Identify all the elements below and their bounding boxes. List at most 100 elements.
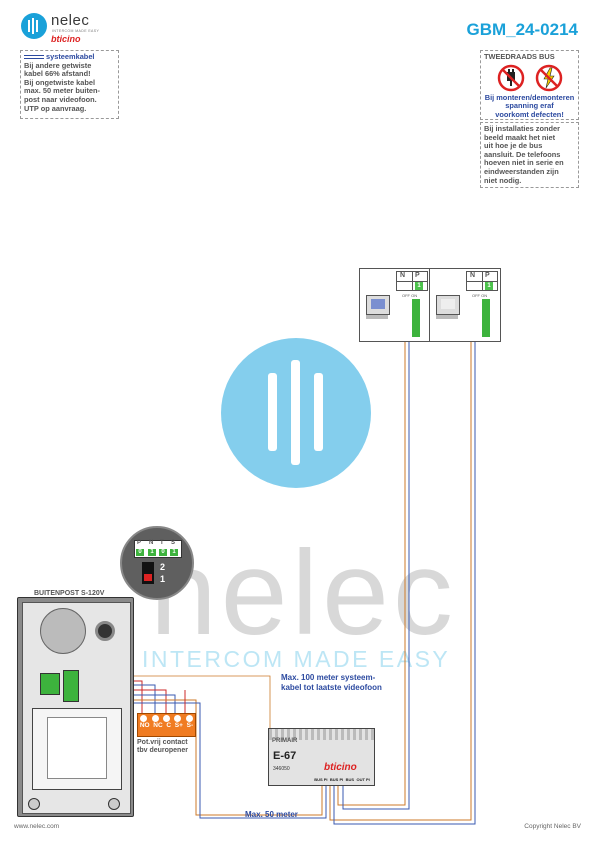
note-title-row: systeemkabel <box>24 52 115 62</box>
psu-brand: bticino <box>324 762 357 773</box>
note-line: post naar videofoon. <box>24 94 97 104</box>
footer-copyright: Copyright Nelec BV <box>524 823 581 830</box>
p-label: P <box>415 272 420 279</box>
warning-line: spanning eraf <box>505 101 554 111</box>
note-line: kabel 66% afstand! <box>24 69 91 79</box>
note-line: UTP op aanvraag. <box>24 103 87 113</box>
cable-label-line: Max. 100 meter systeem- <box>281 673 376 682</box>
watermark-logo-icon <box>221 338 371 488</box>
watermark-word: nelec <box>150 526 457 660</box>
switch-label-n: N <box>149 540 154 546</box>
note-line: uit hoe je de bus <box>484 141 543 151</box>
note-systeemkabel: systeemkabel Bij andere getwiste kabel 6… <box>20 50 119 119</box>
n-label: N <box>400 272 406 279</box>
psu-terminals: BUS PI BUS PI BUS OUT PI <box>313 775 371 783</box>
switch-val-n: 1 <box>148 549 156 556</box>
monitor-terminal <box>412 299 420 337</box>
no-plug-icon <box>497 64 524 91</box>
brand-logo: nelec INTERCOM MADE EASY bticino <box>20 12 120 44</box>
door-station <box>17 597 134 817</box>
np-header: N P 1 <box>466 271 498 291</box>
dip-switch-icon <box>142 562 154 584</box>
pot-line: Pot.vrij contact <box>137 739 188 746</box>
note-line: niet nodig. <box>484 175 522 185</box>
note-line: Bij ongetwiste kabel <box>24 77 96 87</box>
wire-door-to-psu-b <box>78 702 327 819</box>
monitor-badge: OFF ON <box>472 293 488 298</box>
switch-val-t: 0 <box>159 549 167 556</box>
power-supply: PRIMAIR E-67 346050 bticino BUS PI BUS P… <box>268 728 375 786</box>
p-label: P <box>485 272 490 279</box>
psu-term: BUS PI <box>329 776 344 782</box>
monitor-terminal <box>482 299 490 337</box>
partner-logo: bticino <box>51 34 81 44</box>
note-line: max. 50 meter buiten- <box>24 86 100 96</box>
switch-label-s: S <box>171 540 176 546</box>
note-line: eindweerstanden zijn <box>484 166 559 176</box>
switch-detail: P N T S 0 1 0 1 2 1 <box>120 526 194 600</box>
camera-icon <box>95 621 115 641</box>
warning-box: TWEEDRAADS BUS Bij monteren/demonteren s… <box>480 50 579 120</box>
p-switch: 1 <box>485 282 493 290</box>
warning-title: TWEEDRAADS BUS <box>484 52 555 61</box>
psu-term: BUS PI <box>314 776 328 782</box>
cable-label-long: Max. 100 meter systeem- kabel tot laatst… <box>281 673 382 693</box>
p-switch: 1 <box>415 282 423 290</box>
monitor-2: N P 1 OFF ON <box>429 268 501 342</box>
note-line: aansluit. De telefoons <box>484 149 561 159</box>
note-line: beeld maakt het niet <box>484 132 556 142</box>
cable-label-short: Max. 50 meter <box>245 810 298 819</box>
switch-val-p: 0 <box>136 549 144 556</box>
warning-line: voorkomt defecten! <box>495 109 564 119</box>
door-station-title: BUITENPOST S-120V <box>34 590 105 597</box>
mounting-hole-icon <box>28 798 40 810</box>
lock-terminal-block: NO NC C S+ S- <box>137 713 196 737</box>
note-title: systeemkabel <box>46 52 95 61</box>
term-splus: S+ <box>174 722 183 729</box>
wire-door-to-psu-long <box>78 675 271 740</box>
psu-primary: PRIMAIR <box>272 738 298 744</box>
mounting-hole-icon <box>108 798 120 810</box>
pot-contact-label: Pot.vrij contact tbv deuropener <box>137 739 188 755</box>
note-line: Bij installaties zonder <box>484 124 560 133</box>
cable-pair-icon <box>24 55 44 60</box>
monitor-screen-icon <box>366 295 390 315</box>
term-no: NO <box>139 722 150 729</box>
note-line: hoeven niet in serie en <box>484 158 564 168</box>
switch-val-s: 1 <box>170 549 178 556</box>
document-id: GBM_24-0214 <box>466 20 578 39</box>
terminal-block-2 <box>63 670 79 702</box>
term-nc: NC <box>153 722 163 729</box>
door-panel <box>32 708 122 790</box>
switch-pos-top: 2 <box>160 562 166 572</box>
pot-line: tbv deuropener <box>137 747 188 754</box>
switch-table: P N T S 0 1 0 1 <box>134 540 182 558</box>
monitor-screen-icon <box>436 295 460 315</box>
cable-label-line: kabel tot laatste videofoon <box>281 683 382 692</box>
psu-model: E-67 <box>273 750 297 762</box>
switch-label-t: T <box>160 540 164 546</box>
no-lightning-icon <box>535 64 562 91</box>
monitor-badge: OFF ON <box>402 293 418 298</box>
psu-code: 346050 <box>273 766 290 772</box>
psu-term: OUT PI <box>356 776 370 782</box>
np-header: N P 1 <box>396 271 428 291</box>
terminal-block <box>40 673 60 695</box>
switch-label-p: P <box>137 540 142 546</box>
switch-pos-bottom: 1 <box>160 574 166 584</box>
footer-url: www.nelec.com <box>14 823 60 830</box>
note-line: Bij andere getwiste <box>24 60 92 70</box>
warning-line: Bij monteren/demonteren <box>484 92 575 102</box>
watermark-tagline: INTERCOM MADE EASY <box>142 646 451 672</box>
term-c: C <box>166 722 172 729</box>
monitor-1: N P 1 OFF ON <box>359 268 431 342</box>
brand-name: nelec <box>51 12 90 29</box>
n-label: N <box>470 272 476 279</box>
wire-door-to-psu-a <box>78 699 323 816</box>
brand-tagline: INTERCOM MADE EASY <box>52 29 100 33</box>
term-smin: S- <box>186 722 194 729</box>
psu-term: BUS <box>345 776 355 782</box>
nelec-logo-icon <box>21 13 47 39</box>
speaker-grille-icon <box>40 608 86 654</box>
note-installation: Bij installaties zonder beeld maakt het … <box>480 122 579 188</box>
